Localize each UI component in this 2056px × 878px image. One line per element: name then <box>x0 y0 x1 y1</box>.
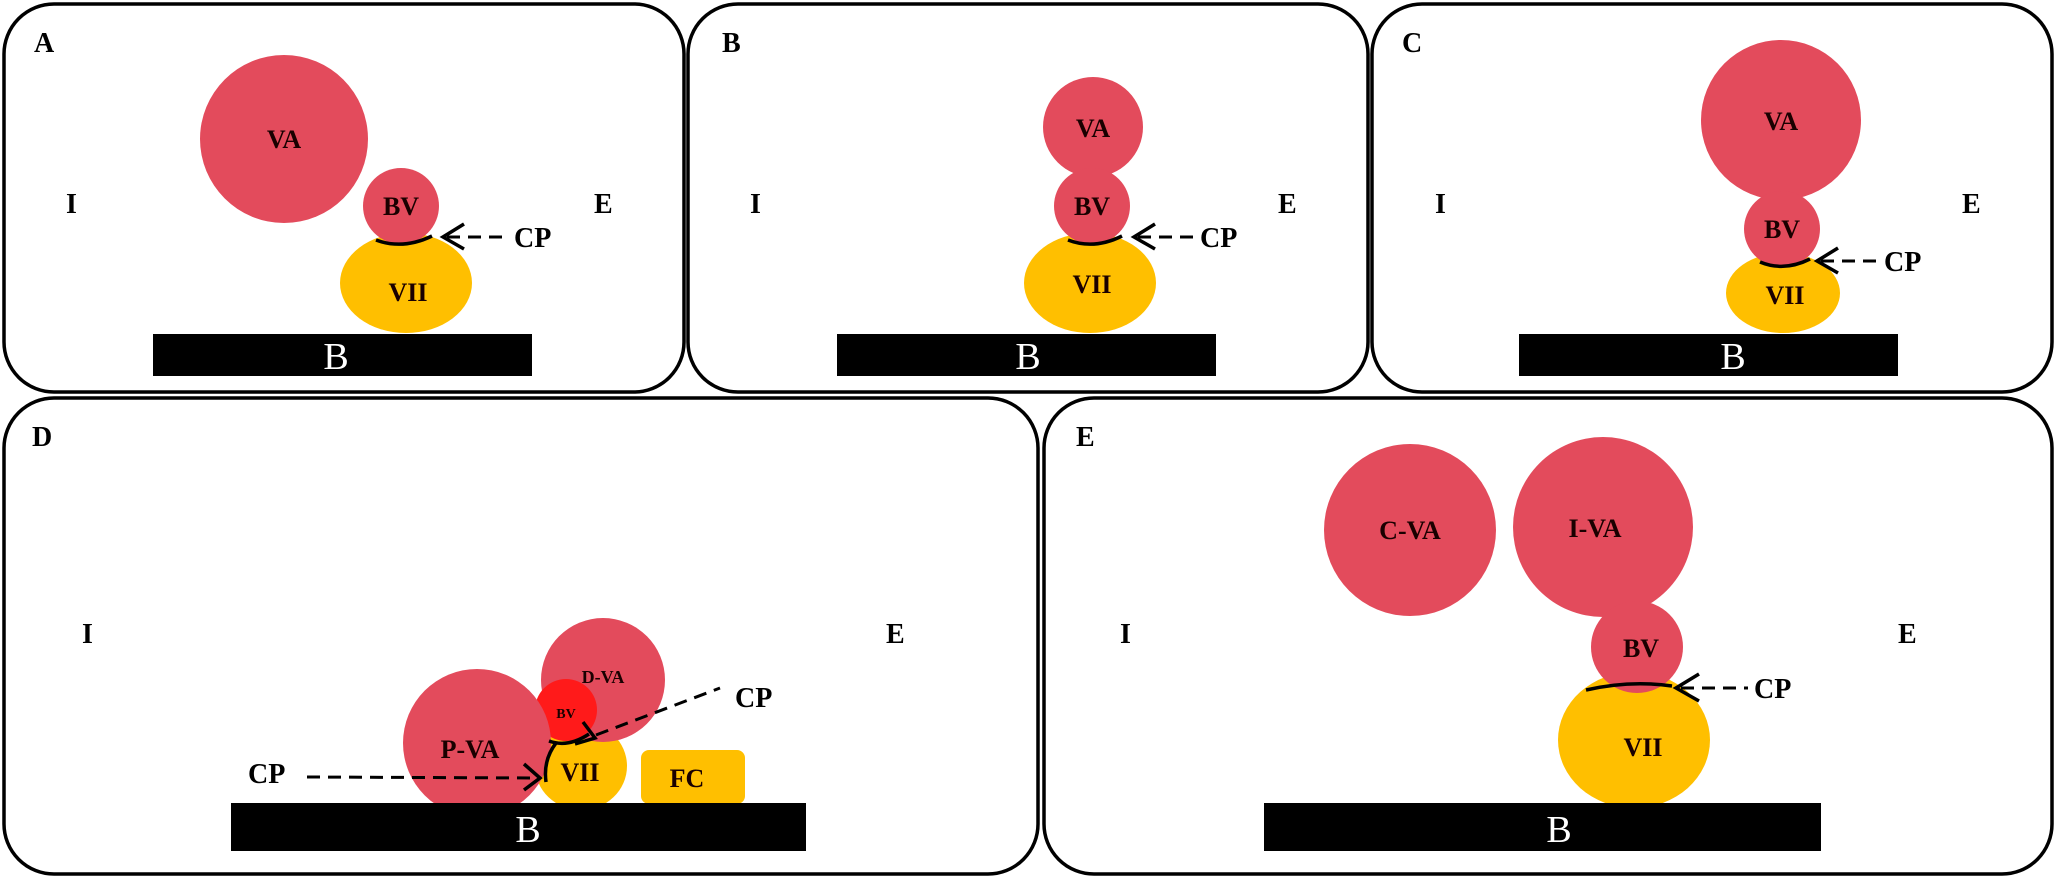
panel-b-right-label: E <box>1278 189 1297 220</box>
panel-e-base <box>1264 803 1821 851</box>
panel-e-base-label: B <box>1546 809 1571 851</box>
panel-a-contact-point <box>375 234 433 246</box>
panel-d-vii-label: VII <box>560 758 599 787</box>
panel-a-va-label: VA <box>267 125 301 154</box>
panel-d-letter: D <box>32 422 52 453</box>
panel-b: B I E VII VA BV CP B <box>686 2 1370 394</box>
panel-e-cp-arrowhead <box>1672 672 1700 703</box>
panel-a-bv-label: BV <box>383 192 419 221</box>
panel-c-base <box>1519 334 1898 376</box>
panel-b-left-label: I <box>750 189 761 220</box>
panel-d-cp-left-pointer <box>306 775 534 780</box>
panel-c-base-label: B <box>1720 336 1745 378</box>
panel-c-vii-ellipse <box>1726 253 1840 333</box>
panel-b-cp-label: CP <box>1200 223 1237 254</box>
panel-e-cp-label: CP <box>1754 674 1791 705</box>
panel-c-frame <box>1370 2 2054 394</box>
panel-c-cp-arrowhead <box>1813 246 1839 275</box>
panel-e: E I E C-VA I-VA VII BV CP B <box>1042 396 2054 876</box>
panel-e-vii-ellipse <box>1558 672 1710 808</box>
panel-b-vii-label: VII <box>1072 270 1111 299</box>
panel-d-bv-circle <box>535 679 597 741</box>
panel-d-left-label: I <box>82 619 93 650</box>
panel-c-bv-circle <box>1744 191 1820 267</box>
panel-c: C I E VA VII BV CP B <box>1370 2 2054 394</box>
panel-d-pva-label: P-VA <box>441 735 500 764</box>
panel-c-left-label: I <box>1435 189 1446 220</box>
panel-b-cp-arrowhead <box>1130 222 1156 251</box>
panel-d-dva-label: D-VA <box>582 667 625 687</box>
panel-e-left-label: I <box>1120 619 1131 650</box>
panel-e-iva-label: I-VA <box>1569 514 1622 543</box>
panel-d: D I E FC VII D-VA BV P-VA CP CP B <box>2 396 1040 876</box>
panel-a-frame <box>2 2 686 394</box>
panel-d-fc-block <box>641 750 745 804</box>
panel-e-right-label: E <box>1898 619 1917 650</box>
panel-b-frame <box>686 2 1370 394</box>
panel-a-right-label: E <box>594 189 613 220</box>
panel-b-letter: B <box>722 28 741 59</box>
panel-a-letter: A <box>34 28 55 59</box>
panel-c-contact-point <box>1759 257 1811 269</box>
panel-d-contact-point-side <box>543 741 558 783</box>
panel-e-cva-label: C-VA <box>1379 516 1441 545</box>
panel-e-contact-point <box>1585 682 1673 692</box>
panel-b-bv-circle <box>1054 168 1130 244</box>
panel-d-cp-right-arrowhead <box>574 720 598 746</box>
panel-a-base-label: B <box>323 336 348 378</box>
panel-b-contact-point <box>1067 234 1123 246</box>
panel-b-va-label: VA <box>1076 114 1110 143</box>
panel-a-bv-circle <box>363 168 439 244</box>
panel-e-bv-circle <box>1591 601 1683 693</box>
panel-a-cp-arrowhead <box>439 222 465 251</box>
panel-a-left-label: I <box>66 189 77 220</box>
panel-c-va-label: VA <box>1764 107 1798 136</box>
panel-d-right-label: E <box>886 619 905 650</box>
panel-a-vii-ellipse <box>340 233 472 333</box>
panel-b-bv-label: BV <box>1074 192 1110 221</box>
panel-e-iva-circle <box>1513 437 1693 617</box>
panel-d-fc-label: FC <box>670 764 705 793</box>
panel-c-va-circle <box>1701 40 1861 200</box>
panel-c-bv-label: BV <box>1764 215 1800 244</box>
panel-d-base <box>231 803 806 851</box>
panel-b-base-label: B <box>1015 336 1040 378</box>
panel-d-base-label: B <box>515 809 540 851</box>
panel-d-pva-circle <box>403 669 551 817</box>
panel-d-frame <box>2 396 1040 876</box>
panel-c-right-label: E <box>1962 189 1981 220</box>
panel-d-contact-point-top <box>548 732 590 746</box>
panel-d-bv-label: BV <box>556 707 575 722</box>
panel-d-cp-right-pointer <box>595 686 721 737</box>
panel-a-base <box>153 334 532 376</box>
panel-d-cp-left-label: CP <box>248 759 285 790</box>
panel-b-va-circle <box>1043 77 1143 177</box>
panel-e-bv-label: BV <box>1623 634 1659 663</box>
panel-d-cp-right-label: CP <box>735 683 772 714</box>
panel-c-vii-label: VII <box>1765 281 1804 310</box>
panel-a: A I E VA VII BV CP B <box>2 2 686 394</box>
panel-e-vii-label: VII <box>1623 733 1662 762</box>
panel-b-vii-ellipse <box>1024 233 1156 333</box>
panel-e-letter: E <box>1076 422 1095 453</box>
panel-b-base <box>837 334 1216 376</box>
panel-a-vii-label: VII <box>388 278 427 307</box>
panel-e-frame <box>1042 396 2054 876</box>
panel-c-letter: C <box>1402 28 1422 59</box>
panel-d-cp-left-arrowhead <box>522 762 543 792</box>
panel-a-va-circle <box>200 55 368 223</box>
panel-c-cp-label: CP <box>1884 247 1921 278</box>
panel-a-cp-label: CP <box>514 223 551 254</box>
panel-e-cva-circle <box>1324 444 1496 616</box>
